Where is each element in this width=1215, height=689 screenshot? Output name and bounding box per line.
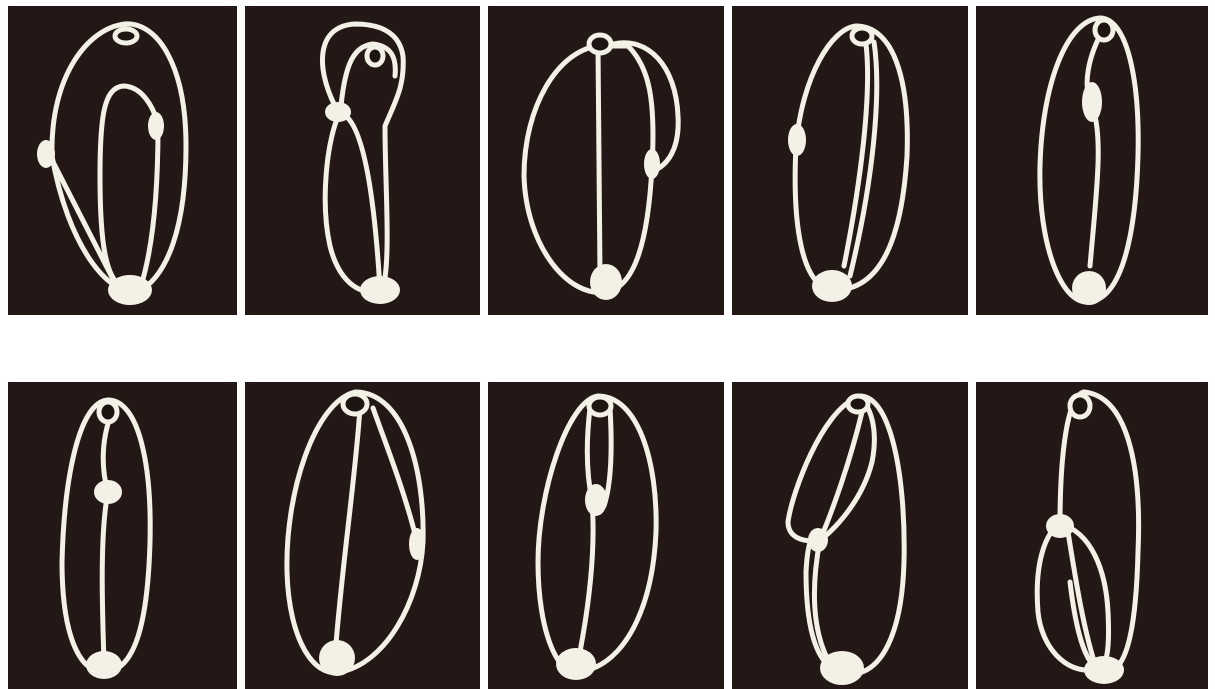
loop-figure-icon [8,6,237,315]
panel-r2-c5 [976,382,1208,689]
loop-figure-icon [245,382,480,689]
panel-r1-c4 [732,6,968,315]
panel-r2-c2 [245,382,480,689]
loop-figure-icon [8,382,237,689]
panel-r2-c1 [8,382,237,689]
loop-figure-icon [732,382,968,689]
panel-r1-c3 [488,6,724,315]
loop-figure-icon [488,6,724,315]
panel-r1-c5 [976,6,1208,315]
loop-figure-icon [976,382,1208,689]
loop-figure-icon [976,6,1208,315]
loop-figure-icon [488,382,724,689]
panel-r2-c3 [488,382,724,689]
loop-figure-icon [732,6,968,315]
panel-r1-c2 [245,6,480,315]
panel-r2-c4 [732,382,968,689]
loop-figure-icon [245,6,480,315]
panel-r1-c1 [8,6,237,315]
